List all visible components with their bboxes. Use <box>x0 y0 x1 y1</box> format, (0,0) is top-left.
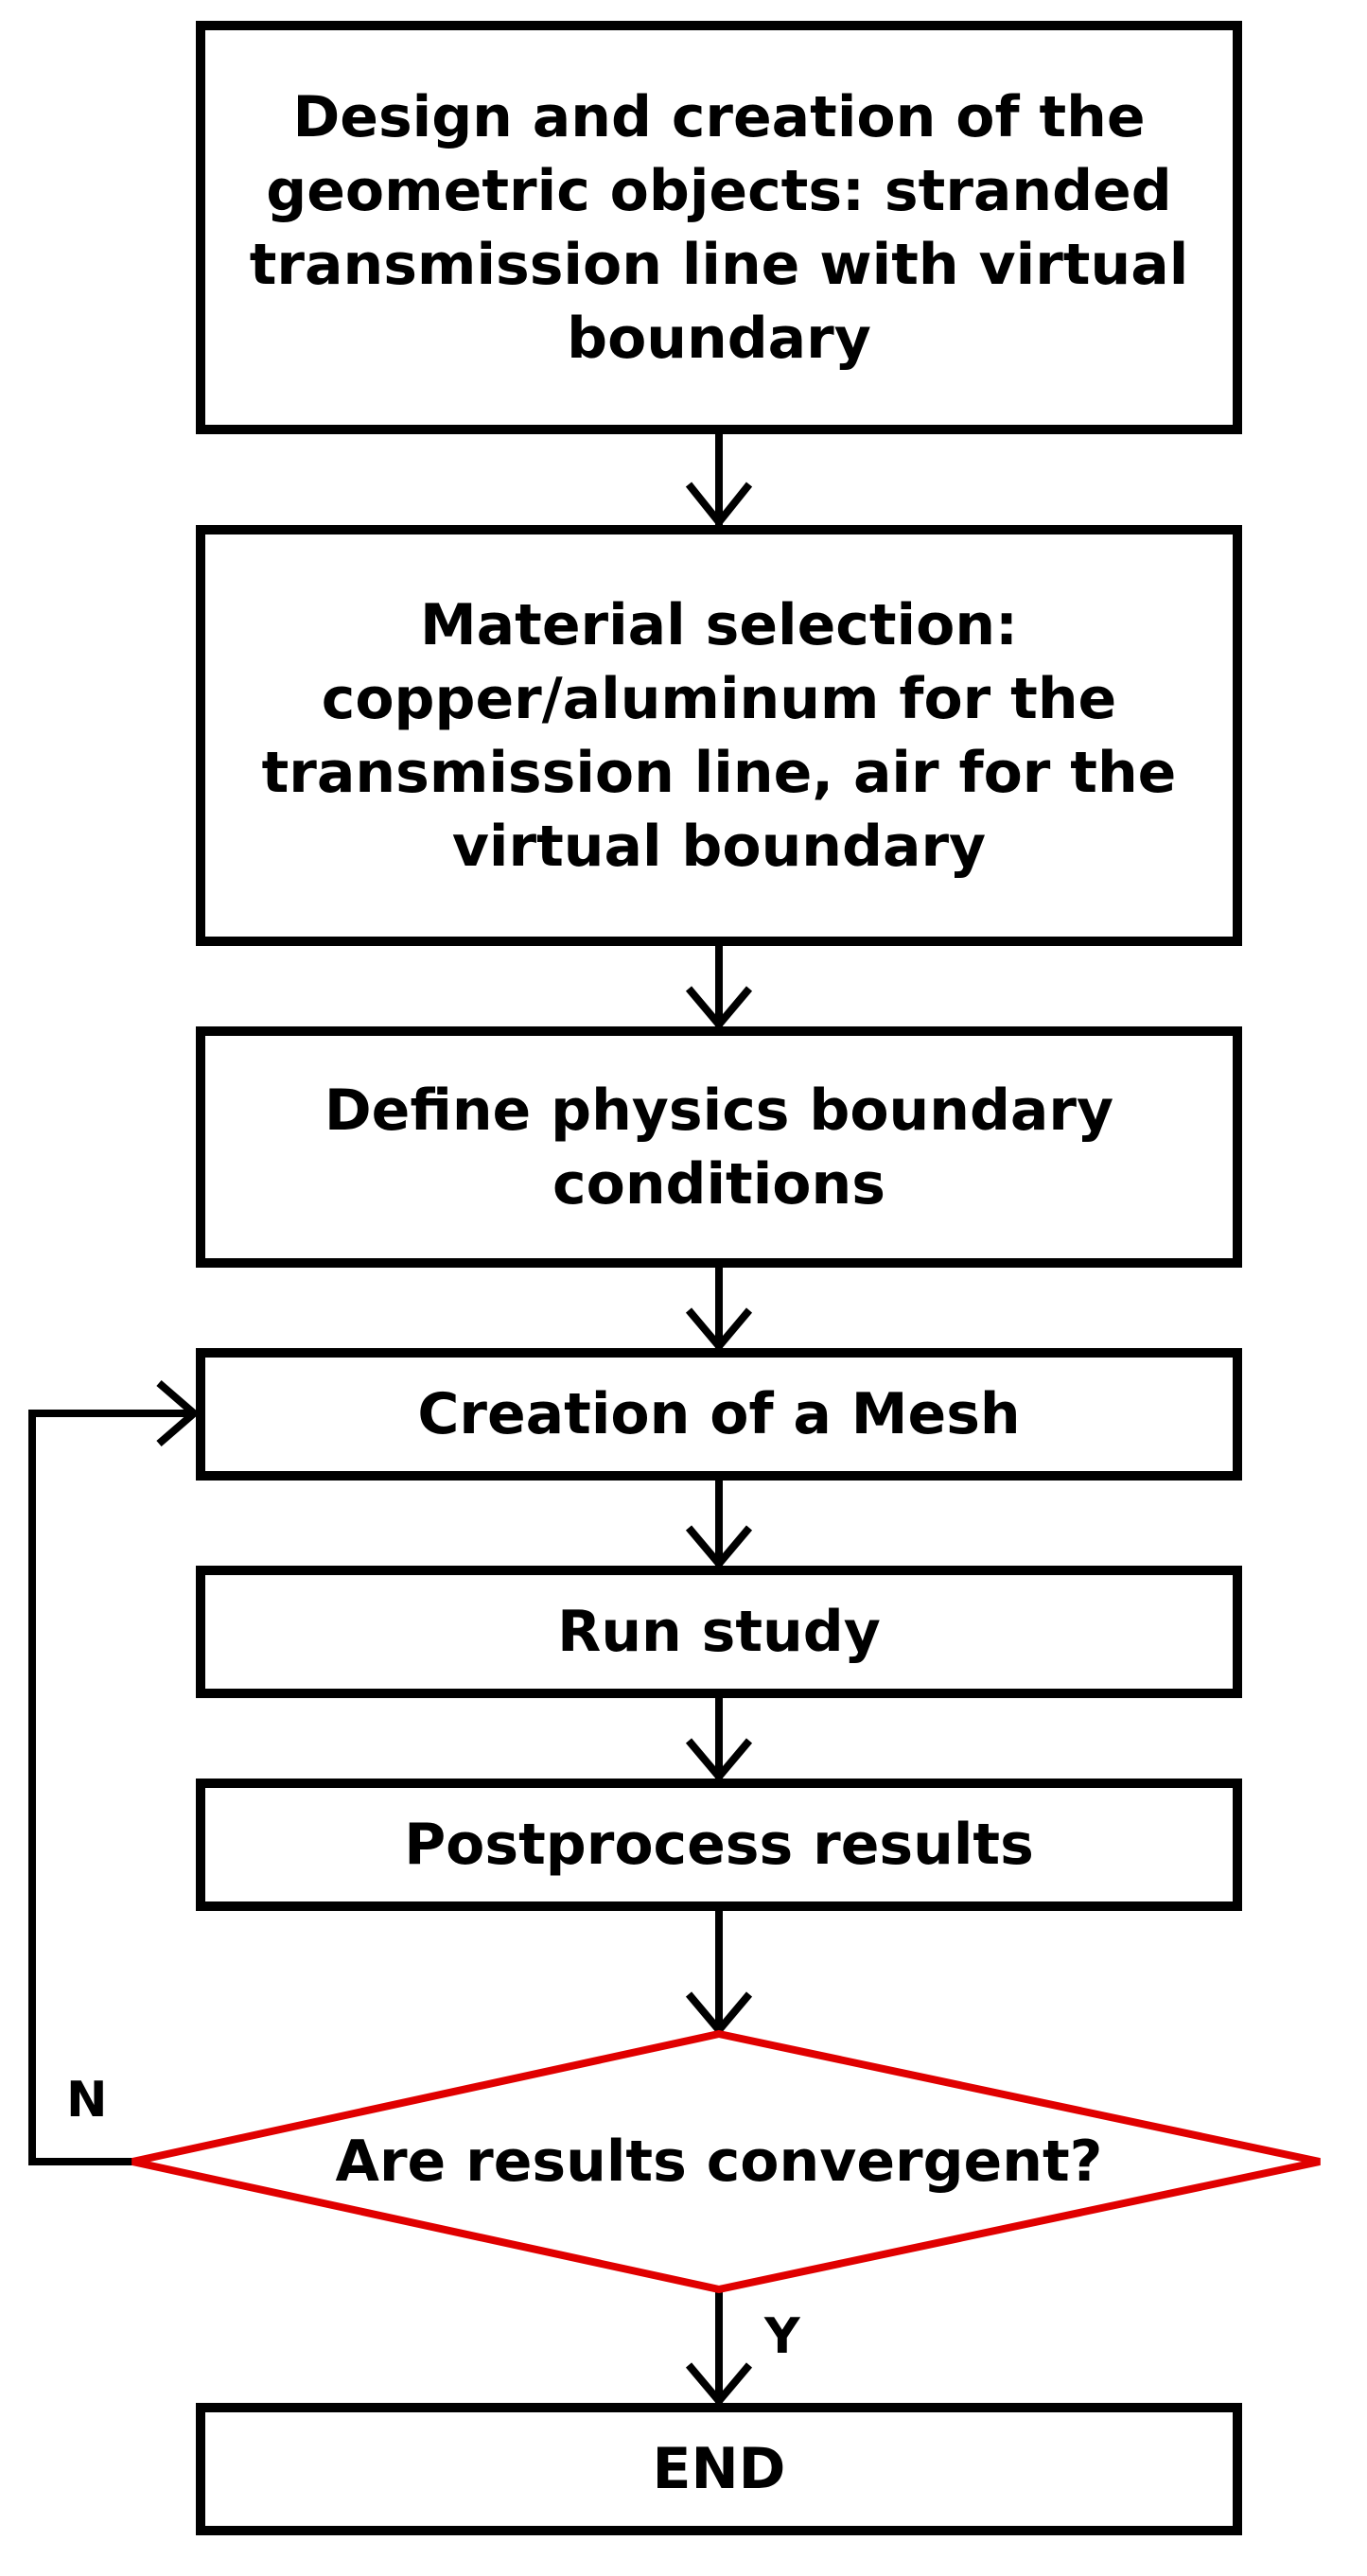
step-define-physics-label: Define physics boundary conditions <box>324 1077 1114 1218</box>
arrow-loop-to-mesh <box>28 1379 201 2165</box>
step-postprocess: Postprocess results <box>196 1779 1242 1911</box>
decision-label: Are results convergent? <box>335 2129 1103 2195</box>
arrow-design-to-material <box>685 430 753 529</box>
step-design-geometry: Design and creation of the geometric obj… <box>196 21 1242 434</box>
arrow-physics-to-mesh <box>685 1263 753 1353</box>
arrow-mesh-to-run <box>685 1476 753 1570</box>
step-create-mesh-label: Creation of a Mesh <box>417 1381 1021 1447</box>
step-end: END <box>196 2403 1242 2535</box>
arrow-material-to-physics <box>685 941 753 1031</box>
step-define-physics: Define physics boundary conditions <box>196 1026 1242 1268</box>
edge-label-yes: Y <box>764 2308 800 2365</box>
step-run-study: Run study <box>196 1566 1242 1698</box>
decision-diamond <box>131 2029 1321 2294</box>
step-run-study-label: Run study <box>557 1599 881 1665</box>
step-design-geometry-label: Design and creation of the geometric obj… <box>249 83 1189 372</box>
step-end-label: END <box>652 2436 786 2502</box>
step-postprocess-label: Postprocess results <box>404 1812 1034 1878</box>
arrow-run-to-postprocess <box>685 1693 753 1783</box>
step-create-mesh: Creation of a Mesh <box>196 1348 1242 1481</box>
arrow-decision-to-end <box>685 2289 753 2408</box>
step-material-selection: Material selection: copper/aluminum for … <box>196 525 1242 946</box>
step-material-selection-label: Material selection: copper/aluminum for … <box>261 591 1177 880</box>
edge-label-no: N <box>66 2072 108 2129</box>
arrow-postprocess-to-decision <box>685 1906 753 2037</box>
